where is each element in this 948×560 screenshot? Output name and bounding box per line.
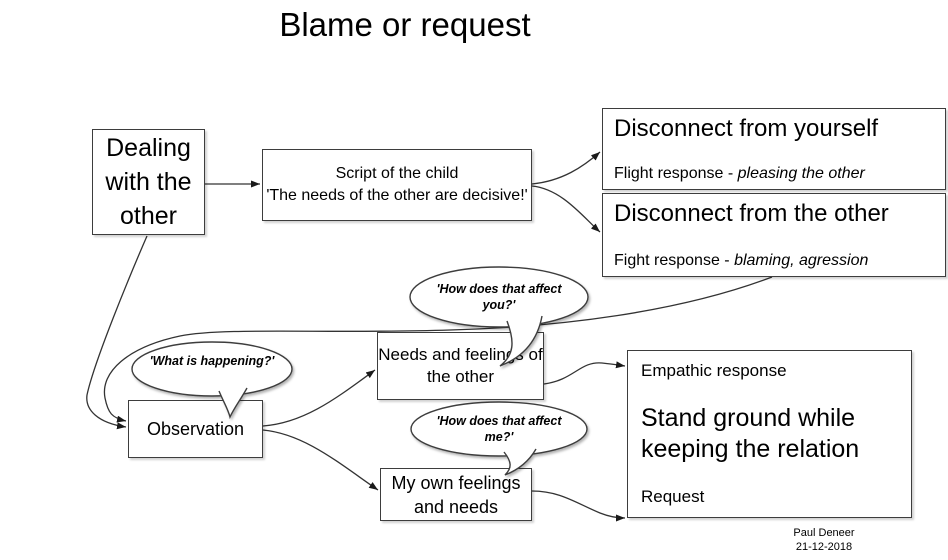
disconnect-other-title: Disconnect from the other [614,200,889,227]
credit: Paul Deneer 21-12-2018 [754,526,894,554]
node-label: Dealing with the other [105,134,192,230]
node-needs-and-feelings-of-the-other: Needs and feelings of the other [377,332,544,400]
diagram-title: Blame or request [279,6,531,43]
script-line1: Script of the child [335,165,459,182]
arrow-own-to-outcome [531,490,626,522]
credit-date: 21-12-2018 [795,541,853,553]
outcome-empathic-response: Empathic response [641,361,787,380]
bubble-what-happening-label: 'What is happening?' [149,354,275,368]
node-disconnect-from-the-other: Disconnect from the other Fight response… [602,193,946,277]
node-script-of-the-child: Script of the child 'The needs of the ot… [262,149,532,221]
subtitle-prefix: Flight response - [614,165,738,182]
node-label: My own feelings and needs [391,472,521,517]
subtitle-italic: pleasing the other [737,165,865,182]
node-label: Needs and feelings of the other [378,345,543,386]
node-observation: Observation [128,400,263,458]
credit-name: Paul Deneer [793,527,855,539]
disconnect-self-title: Disconnect from yourself [614,115,879,142]
arrow-observation-to-needs [262,369,376,427]
bubble-affect-me-label: 'How does that affect me?' [436,414,562,444]
arrow-needs-to-outcome [543,361,626,385]
node-dealing-with-the-other: Dealing with the other [92,129,205,235]
outcome-stand-ground: Stand ground while keeping the relation [641,404,860,463]
subtitle-italic: blaming, agression [734,252,869,269]
outcome-request: Request [641,487,705,506]
bubble-affect-you-label: 'How does that affect you?' [436,282,562,312]
arrow-script-to-disconnect-self [531,151,601,185]
node-outcome: Empathic response Stand ground while kee… [627,350,912,518]
script-line2: 'The needs of the other are decisive!' [266,187,528,204]
arrow-observation-to-own [262,429,379,491]
node-my-own-feelings-and-needs: My own feelings and needs [380,468,532,521]
node-disconnect-from-yourself: Disconnect from yourself Flight response… [602,108,946,190]
arrow-script-to-disconnect-other [531,185,601,233]
line-dealing-to-observation [86,235,148,430]
subtitle-prefix: Fight response - [614,252,735,269]
disconnect-other-subtitle: Fight response - blaming, agression [614,252,934,270]
node-label: Observation [146,418,245,439]
disconnect-self-subtitle: Flight response - pleasing the other [614,165,934,183]
